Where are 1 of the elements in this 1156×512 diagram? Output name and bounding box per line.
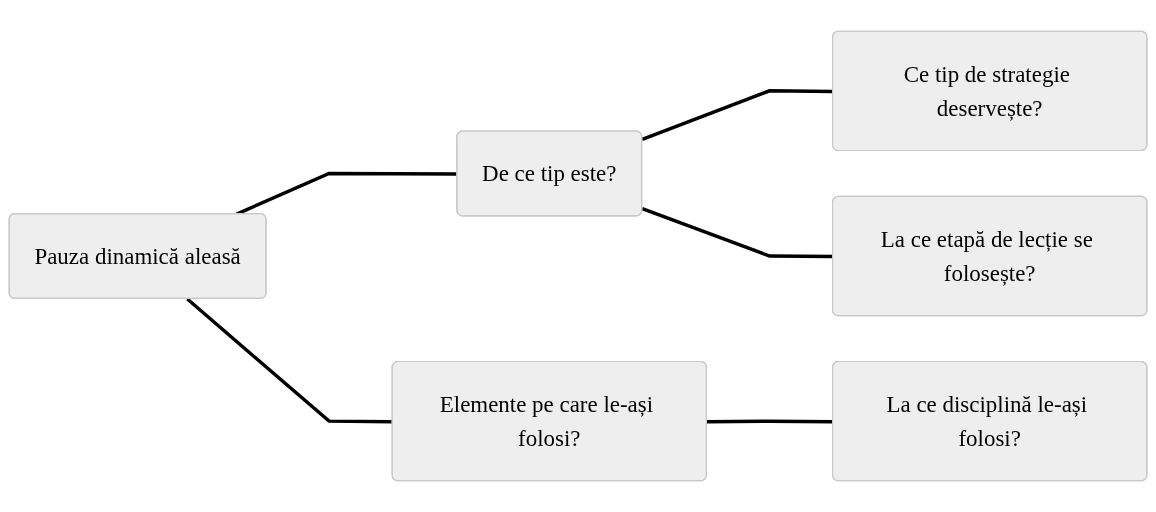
- connector: [186, 297, 393, 424]
